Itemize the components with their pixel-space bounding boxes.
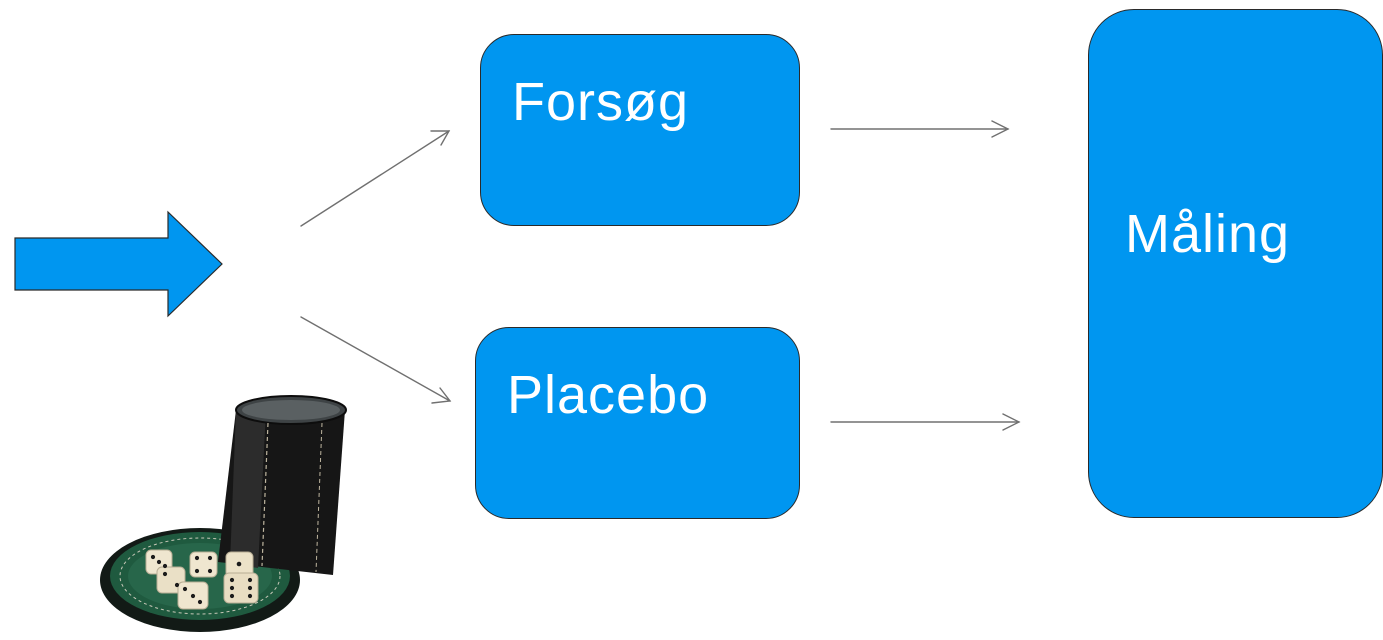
box-forsog: Forsøg (480, 34, 800, 226)
box-placebo: Placebo (475, 327, 800, 519)
forsog-label: Forsøg (512, 72, 690, 132)
arrow-to-placebo (300, 316, 452, 404)
maling-label: Måling (1125, 204, 1291, 264)
arrow-forsog-to-maling (830, 120, 1010, 138)
arrow-to-forsog (300, 130, 451, 227)
placebo-label: Placebo (507, 365, 710, 425)
arrow-placebo-to-maling (830, 413, 1021, 431)
input-block-arrow (14, 210, 223, 318)
dice-cup-picture (100, 395, 347, 632)
box-maling: Måling (1088, 9, 1383, 518)
